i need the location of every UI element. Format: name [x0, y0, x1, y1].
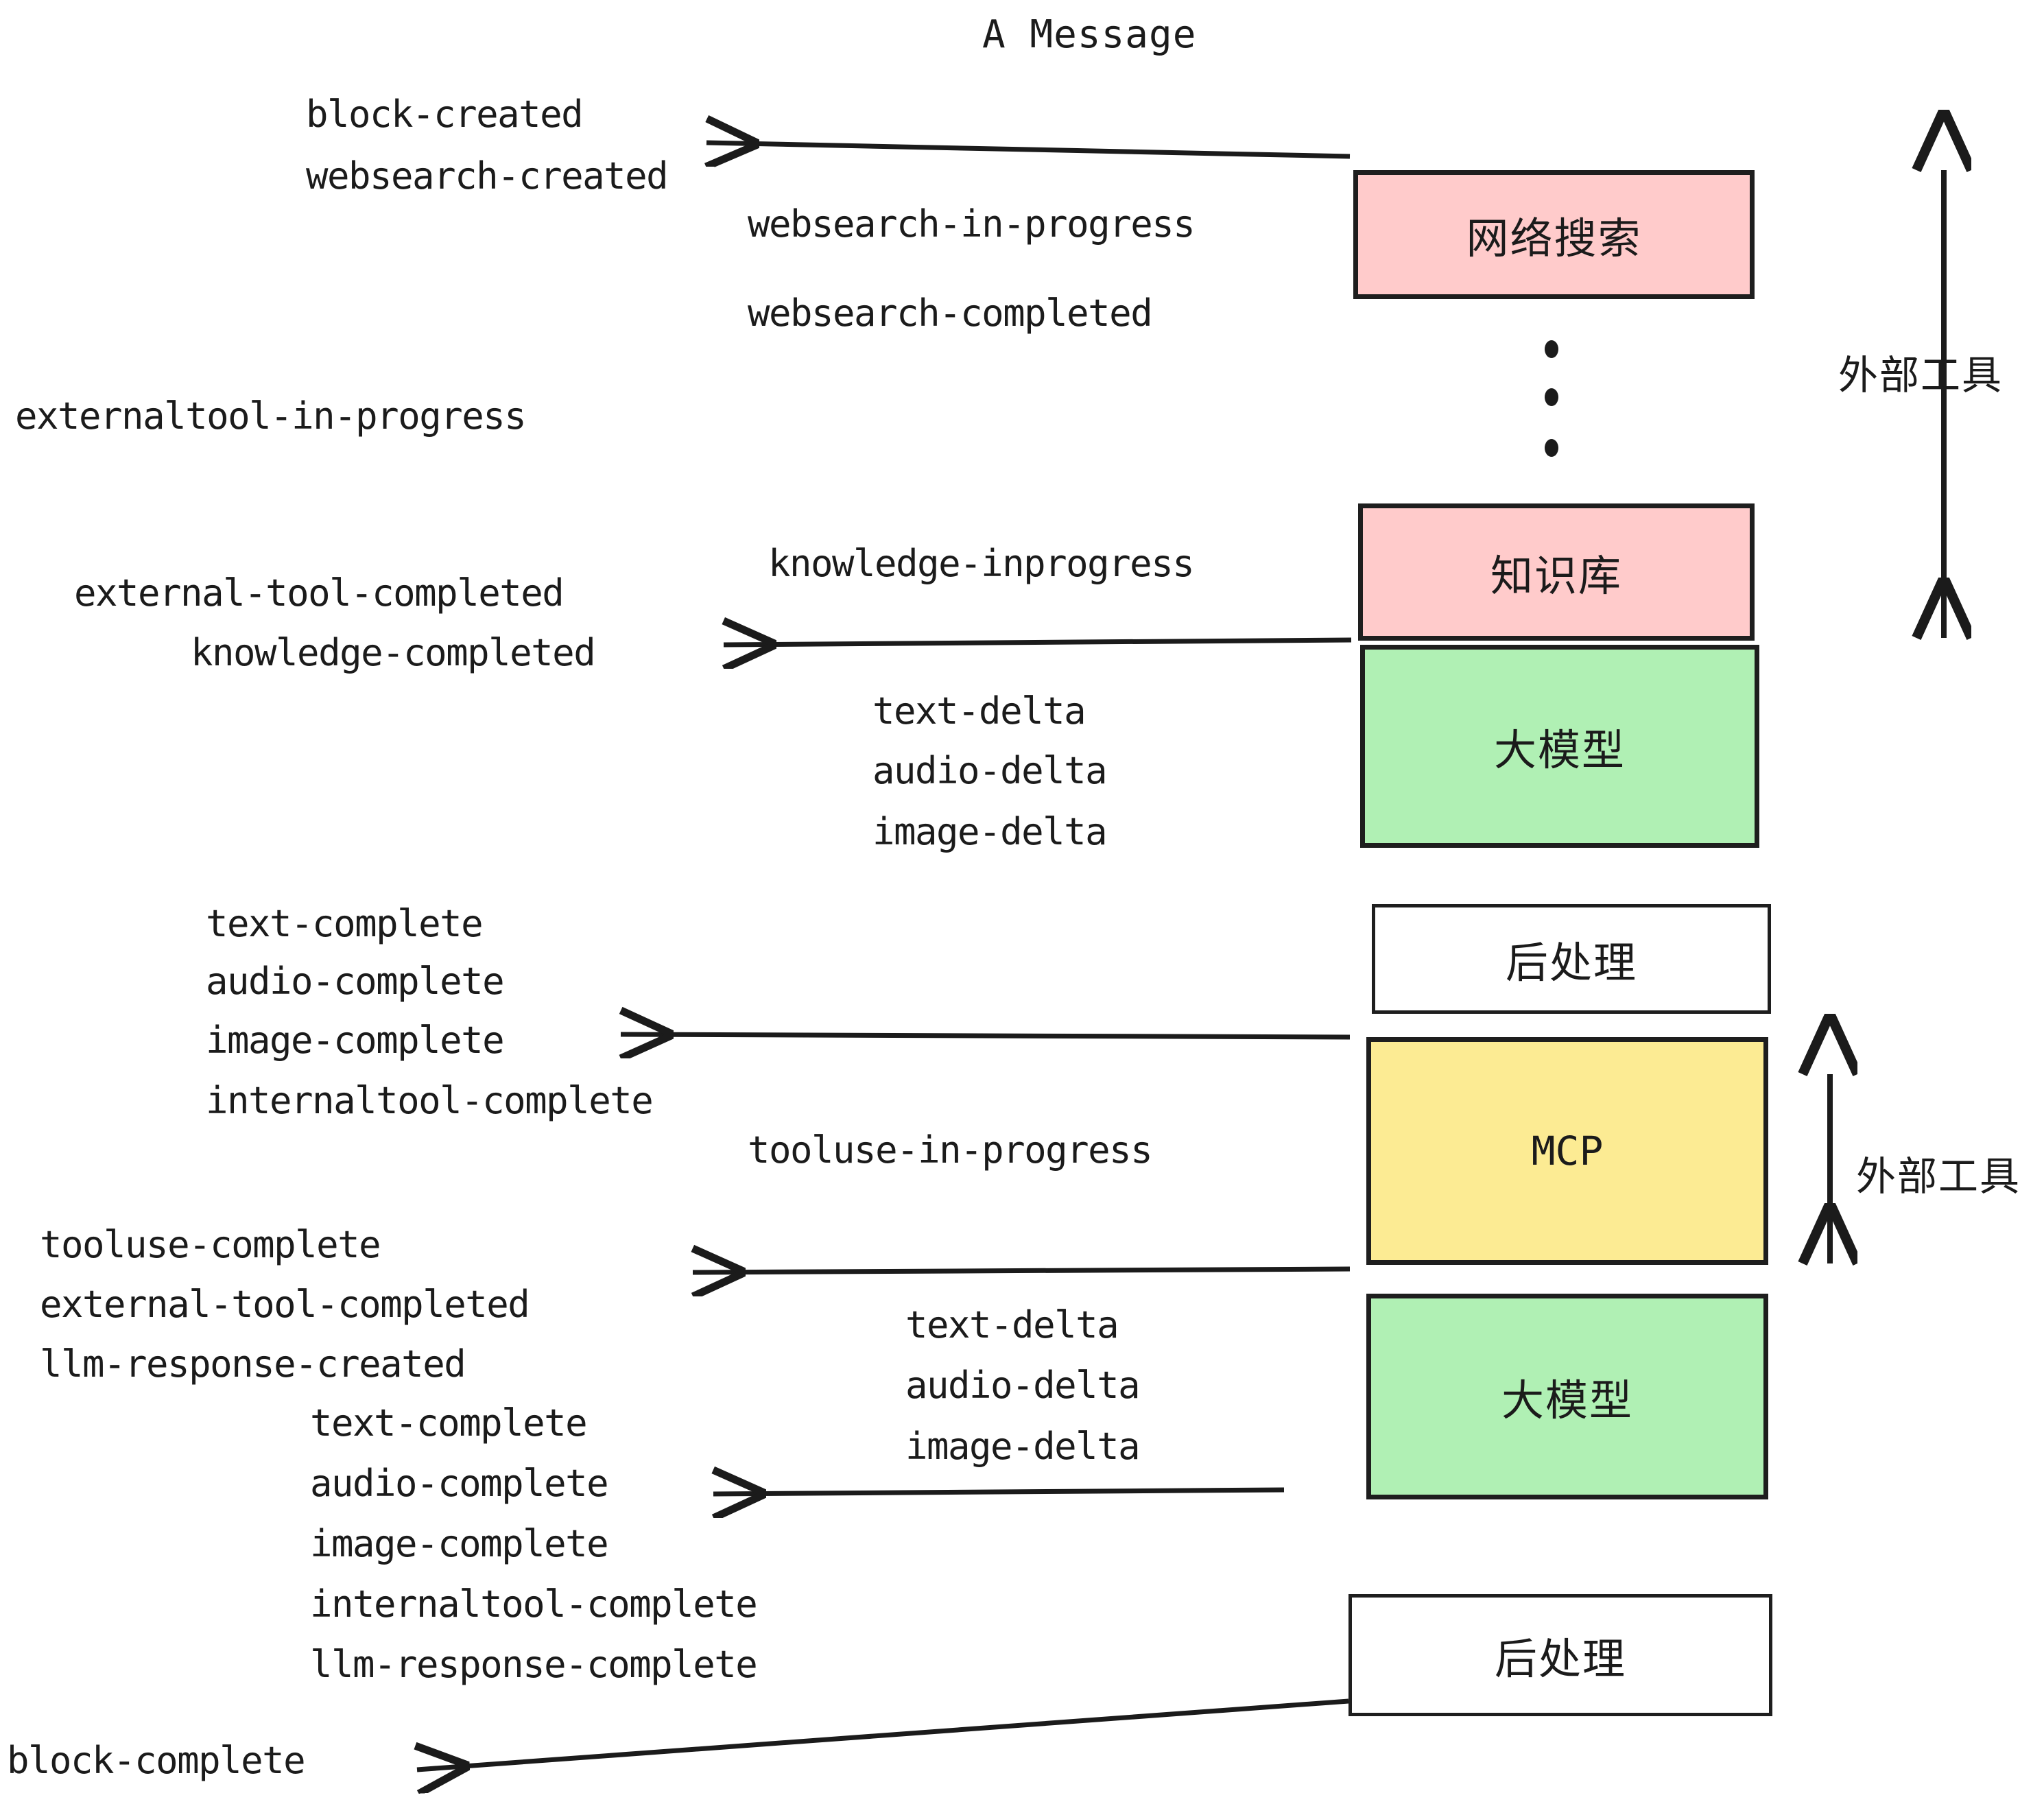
- event-label: llm-response-complete: [310, 1643, 758, 1686]
- group-label-external-tools-1: 外部工具: [1838, 352, 2004, 399]
- event-label: websearch-completed: [748, 292, 1153, 335]
- arrow-websearch-return: [706, 143, 1351, 156]
- event-label: external-tool-completed: [40, 1283, 530, 1326]
- arrow-postprocess-1-return: [621, 1034, 1351, 1037]
- group-label-external-tools-2: 外部工具: [1856, 1153, 2021, 1200]
- event-label: image-complete: [206, 1019, 505, 1062]
- event-label: audio-delta: [905, 1364, 1141, 1407]
- node-websearch[interactable]: 网络搜索: [1353, 170, 1755, 299]
- event-label: audio-complete: [310, 1462, 609, 1505]
- event-label: tooluse-in-progress: [748, 1128, 1153, 1172]
- node-label: 大模型: [1501, 1375, 1633, 1425]
- node-label: 知识库: [1490, 551, 1622, 601]
- event-label: internaltool-complete: [310, 1582, 758, 1626]
- event-label: tooluse-complete: [40, 1223, 381, 1266]
- arrow-knowledge-return: [724, 640, 1352, 645]
- node-postprocess-2[interactable]: 后处理: [1348, 1594, 1772, 1716]
- node-postprocess-1[interactable]: 后处理: [1372, 904, 1771, 1014]
- ellipsis-dot: [1545, 388, 1558, 406]
- node-knowledge-base[interactable]: 知识库: [1358, 503, 1755, 641]
- node-mcp[interactable]: MCP: [1366, 1037, 1768, 1265]
- arrow-mcp-return: [693, 1269, 1351, 1272]
- node-label: 后处理: [1494, 1634, 1626, 1684]
- event-label: websearch-in-progress: [748, 202, 1196, 246]
- diagram-title: A Message: [982, 12, 1197, 57]
- event-label: image-complete: [310, 1522, 609, 1565]
- node-label: 大模型: [1493, 725, 1626, 775]
- event-label: text-complete: [206, 902, 484, 945]
- event-label: external-tool-completed: [74, 571, 565, 615]
- event-label: text-complete: [310, 1401, 588, 1445]
- node-llm-1[interactable]: 大模型: [1360, 645, 1759, 848]
- node-label: 后处理: [1505, 938, 1637, 988]
- event-label: block-created: [306, 93, 584, 136]
- event-label: text-delta: [872, 689, 1086, 733]
- event-label: websearch-created: [306, 154, 669, 198]
- arrow-llm-2-return: [713, 1490, 1285, 1494]
- arrow-postprocess-2-return: [417, 1698, 1349, 1770]
- node-llm-2[interactable]: 大模型: [1366, 1294, 1768, 1499]
- event-label: audio-delta: [872, 749, 1108, 792]
- event-label: audio-complete: [206, 960, 505, 1003]
- event-label: llm-response-created: [40, 1342, 466, 1386]
- ellipsis-dot: [1545, 439, 1558, 457]
- event-label: externaltool-in-progress: [15, 394, 527, 438]
- event-label: text-delta: [905, 1303, 1119, 1346]
- event-label: block-complete: [7, 1739, 306, 1782]
- event-label: image-delta: [872, 810, 1108, 853]
- event-label: knowledge-completed: [191, 631, 596, 674]
- node-label: MCP: [1531, 1128, 1604, 1174]
- event-label: internaltool-complete: [206, 1079, 654, 1122]
- node-label: 网络搜索: [1466, 213, 1642, 263]
- event-label: knowledge-inprogress: [768, 542, 1195, 585]
- event-label: image-delta: [905, 1425, 1141, 1468]
- ellipsis-dot: [1545, 340, 1558, 358]
